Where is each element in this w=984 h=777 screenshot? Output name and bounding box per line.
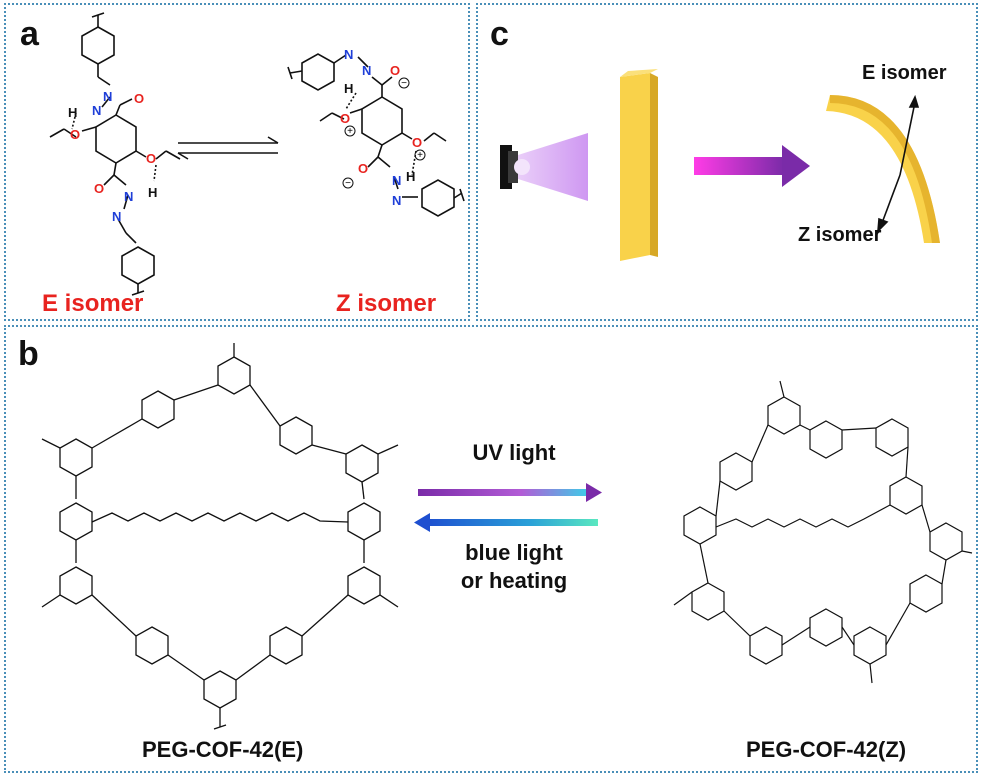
bent-fiber bbox=[826, 95, 940, 243]
e-isomer-label: E isomer bbox=[42, 290, 144, 317]
e-isomer-structure bbox=[49, 12, 181, 296]
panel-b-label: b bbox=[18, 335, 39, 373]
e-oxygen-carbonyl-1: O bbox=[134, 91, 144, 106]
cof-z-network bbox=[673, 380, 973, 684]
e-oxygen-carbonyl-2: O bbox=[94, 181, 104, 196]
z-nitrogen-1: N bbox=[344, 47, 353, 62]
e-nitrogen-3: N bbox=[124, 189, 133, 204]
z-charge-minus-2: − bbox=[345, 178, 351, 189]
z-charge-plus-1: + bbox=[347, 126, 353, 137]
reverse-condition-line1: blue light bbox=[465, 540, 563, 565]
z-isomer-structure bbox=[287, 53, 465, 217]
e-nitrogen-1: N bbox=[103, 89, 112, 104]
blue-light-arrow bbox=[414, 513, 598, 532]
z-charge-minus-1: − bbox=[401, 78, 407, 89]
straight-fiber bbox=[620, 69, 658, 261]
panel-b: b bbox=[4, 325, 978, 773]
z-isomer-vector-label: Z isomer bbox=[798, 224, 882, 246]
cof-structures bbox=[41, 343, 973, 730]
equilibrium-arrow bbox=[177, 136, 279, 160]
charge-markers bbox=[342, 77, 426, 189]
isomer-structures: N N H O O O O N H N bbox=[49, 12, 465, 296]
uv-light-arrow bbox=[418, 483, 602, 502]
actuation-schematic: E isomer Z isomer bbox=[500, 62, 947, 261]
isomer-vector-arrows bbox=[877, 94, 920, 234]
z-nitrogen-4: N bbox=[392, 193, 401, 208]
e-oxygen-ether-1: O bbox=[70, 127, 80, 142]
e-hydrogen-1: H bbox=[68, 105, 77, 120]
z-hydrogen-2: H bbox=[406, 169, 415, 184]
e-isomer-vector-label: E isomer bbox=[862, 62, 947, 84]
e-oxygen-ether-2: O bbox=[146, 151, 156, 166]
reverse-condition-line2: or heating bbox=[460, 568, 568, 593]
z-oxygen-2: O bbox=[340, 111, 350, 126]
e-nitrogen-2: N bbox=[92, 103, 101, 118]
z-nitrogen-2: N bbox=[362, 63, 371, 78]
forward-condition-label: UV light bbox=[472, 440, 556, 465]
z-isomer-label: Z isomer bbox=[336, 290, 437, 317]
z-hydrogen-1: H bbox=[344, 81, 353, 96]
e-nitrogen-4: N bbox=[112, 209, 121, 224]
panel-a: a bbox=[4, 3, 470, 321]
z-nitrogen-3: N bbox=[392, 173, 401, 188]
cof-z-caption: PEG-COF-42(Z) bbox=[746, 737, 907, 762]
z-oxygen-1: O bbox=[390, 63, 400, 78]
panel-c-label: c bbox=[490, 15, 509, 53]
panel-c: c bbox=[476, 3, 978, 321]
cof-e-network bbox=[41, 343, 399, 730]
cof-e-caption: PEG-COF-42(E) bbox=[142, 737, 304, 762]
z-oxygen-4: O bbox=[358, 161, 368, 176]
process-arrow bbox=[694, 145, 810, 187]
z-oxygen-3: O bbox=[412, 135, 422, 150]
e-hydrogen-2: H bbox=[148, 185, 157, 200]
panel-a-label: a bbox=[20, 15, 39, 53]
uv-lamp bbox=[500, 133, 588, 201]
z-charge-plus-2: + bbox=[417, 150, 423, 161]
